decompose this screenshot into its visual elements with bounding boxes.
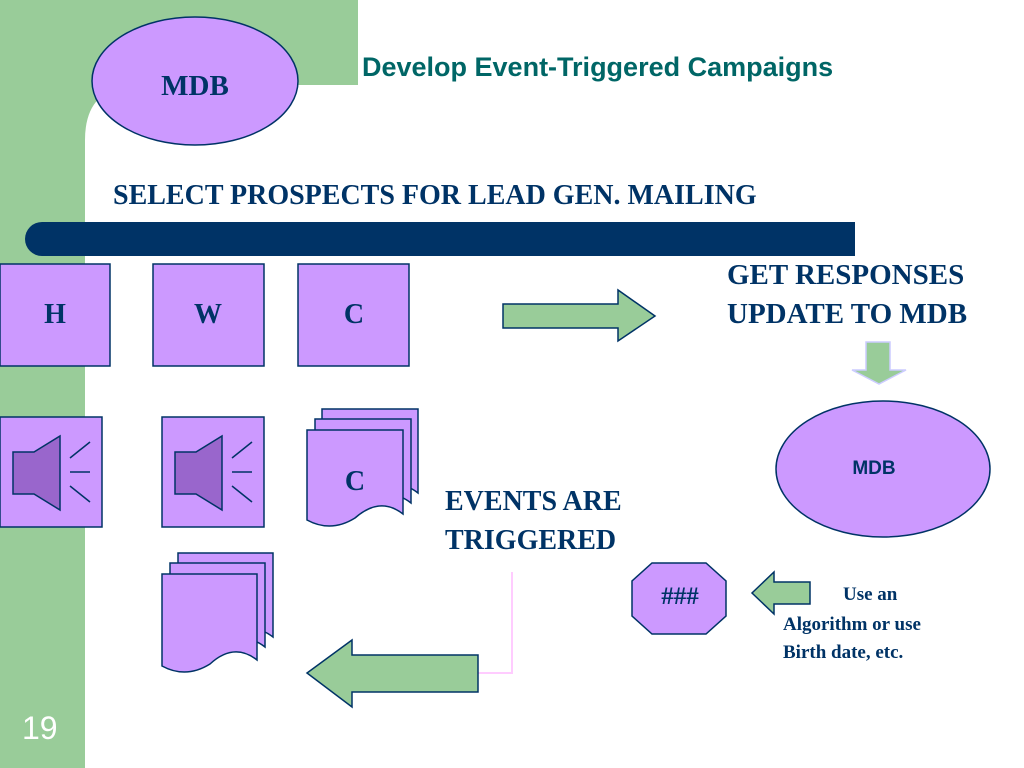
connector-line <box>478 572 513 674</box>
mdb-top-label: MDB <box>161 70 229 102</box>
slide-subtitle: SELECT PROSPECTS FOR LEAD GEN. MAILING <box>113 180 757 211</box>
document-stack-label: C <box>344 466 366 497</box>
slide-title: Develop Event-Triggered Campaigns <box>362 52 834 82</box>
responses-line-1: GET RESPONSES <box>727 259 965 291</box>
page-number: 19 <box>22 710 58 746</box>
responses-line-2: UPDATE TO MDB <box>727 298 968 330</box>
sidebar-background <box>0 0 358 768</box>
octagon-label: ### <box>661 583 699 610</box>
mdb-ellipse-right <box>775 400 991 538</box>
box-h-label: H <box>44 299 66 330</box>
events-line-2: TRIGGERED <box>445 525 617 556</box>
note-line-2: Algorithm or use <box>783 614 921 635</box>
mdb-right-label: MDB <box>852 458 896 479</box>
arrow-right <box>502 288 657 343</box>
divider-bar <box>25 222 855 256</box>
document-stack-c <box>306 408 419 527</box>
speaker-icon <box>12 434 61 512</box>
box-h <box>0 263 111 367</box>
box-w <box>152 263 265 367</box>
octagon-hash <box>631 562 727 635</box>
speaker-box-2 <box>161 416 265 528</box>
speaker-icon <box>174 434 223 512</box>
speaker-box-1 <box>0 416 103 528</box>
note-line-3: Birth date, etc. <box>783 642 904 663</box>
arrow-left-small <box>750 570 811 616</box>
box-c-label: C <box>343 299 365 330</box>
divider-bar-end <box>820 222 855 256</box>
note-line-1: Use an <box>843 584 898 605</box>
events-line-1: EVENTS ARE <box>445 486 622 517</box>
box-c <box>297 263 410 367</box>
box-w-label: W <box>194 299 222 330</box>
document-stack-blank <box>161 552 274 673</box>
arrow-left-large <box>305 638 479 709</box>
arrow-down <box>851 341 907 385</box>
mdb-ellipse-top <box>91 16 299 146</box>
